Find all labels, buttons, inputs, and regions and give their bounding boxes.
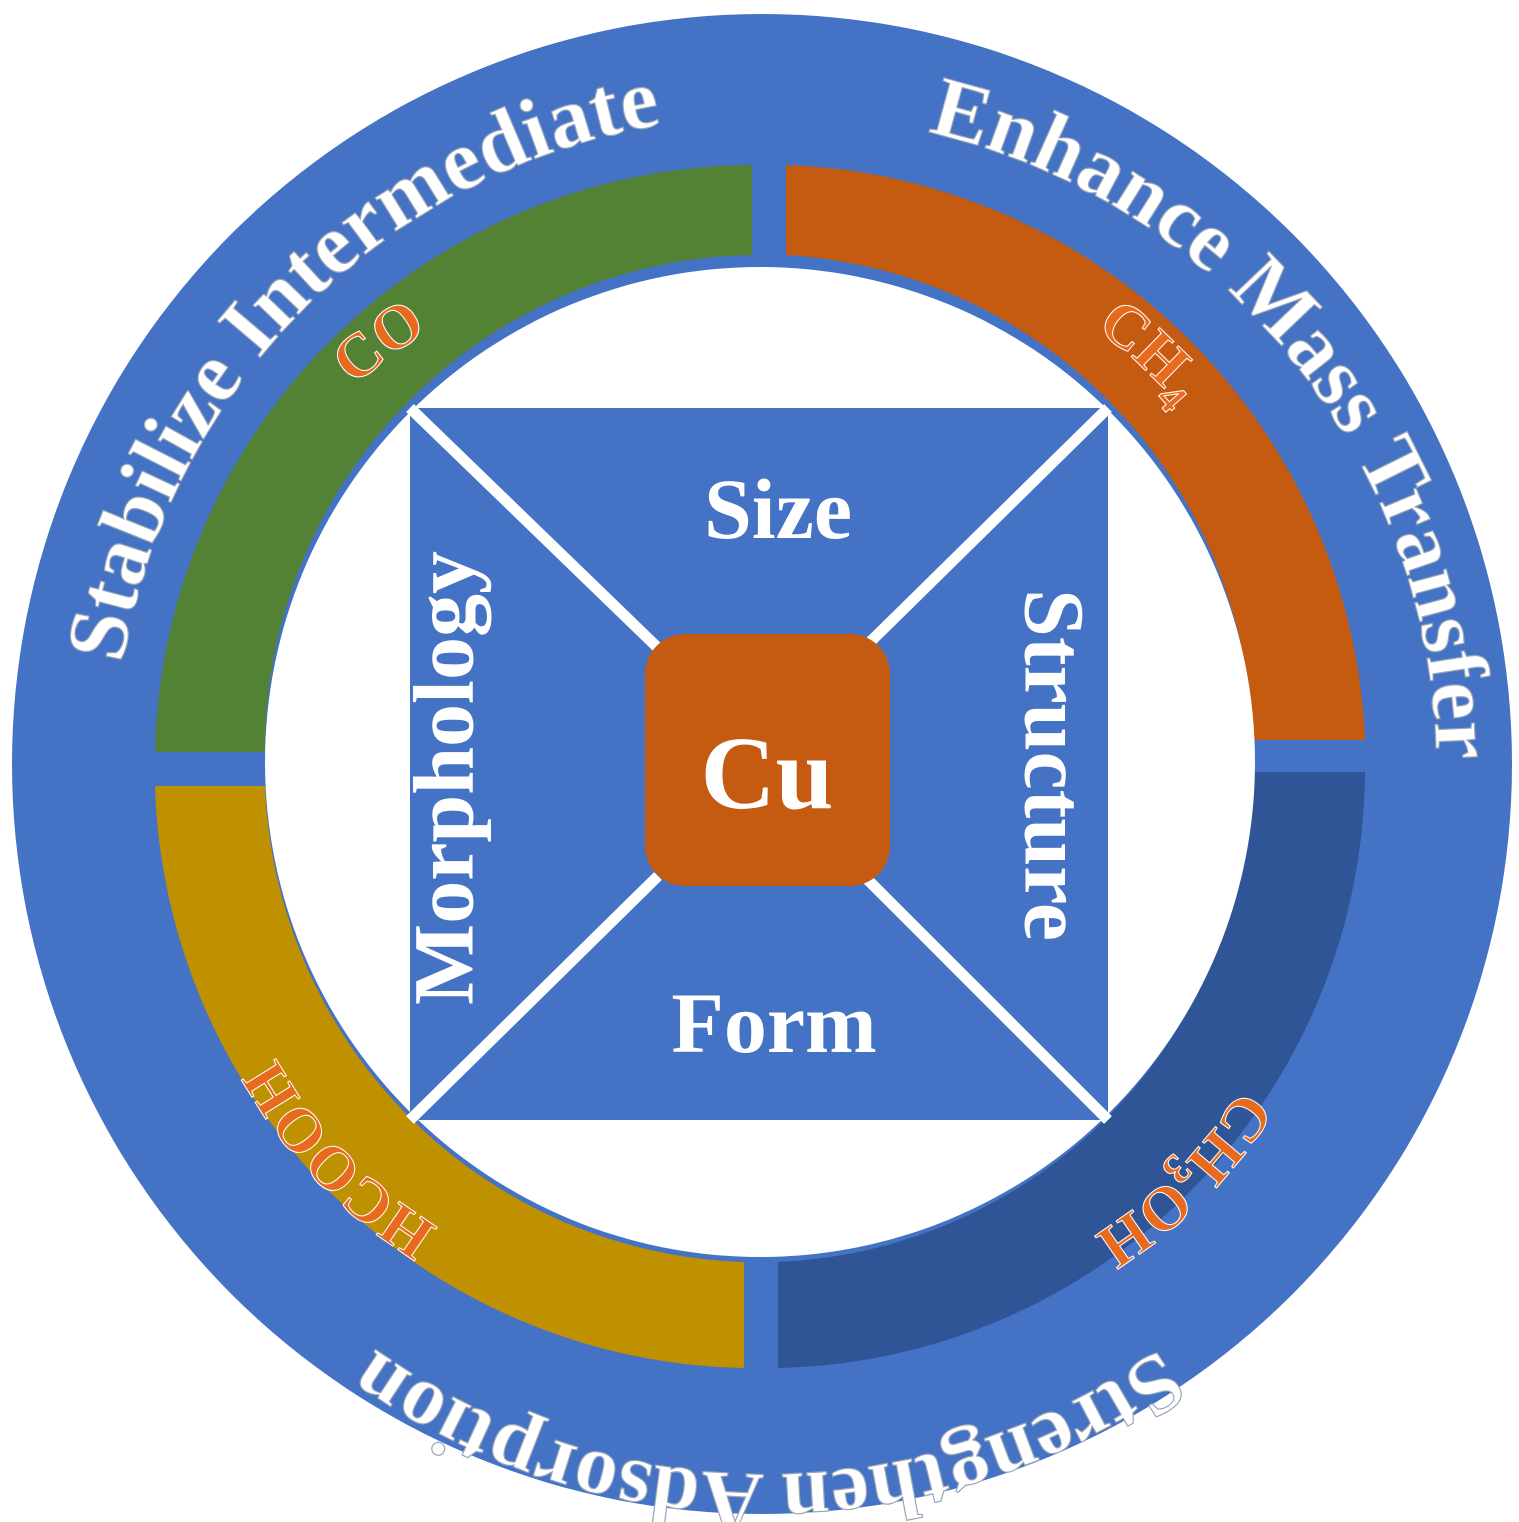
factor-form: Form [671, 975, 876, 1071]
factor-structure: Structure [1006, 589, 1102, 941]
diagonal-tl [406, 404, 662, 652]
diagonal-bl [406, 872, 662, 1124]
center-label: Cu [701, 716, 834, 831]
hcooh-arc-segment [155, 786, 744, 1368]
factor-morphology: Morphology [396, 551, 492, 1005]
diagonal-tr [860, 404, 1112, 652]
factor-size: Size [704, 461, 852, 557]
co-arc-segment [155, 165, 752, 752]
diagonal-br [860, 872, 1112, 1124]
ch3oh-arc-segment [778, 772, 1365, 1368]
center-box [645, 634, 890, 886]
ch4-arc-segment [786, 165, 1365, 740]
